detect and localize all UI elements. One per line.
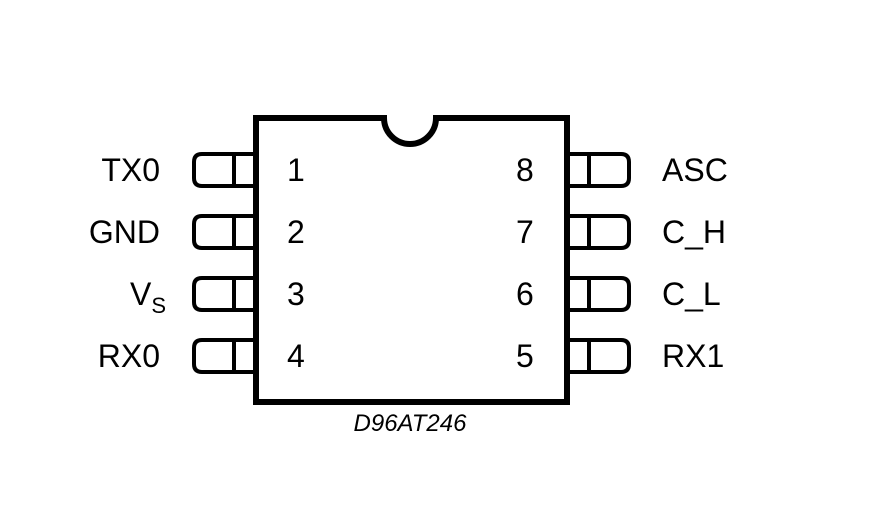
pin-number-7: 7 (516, 214, 534, 250)
pin-lead-3 (192, 276, 253, 312)
pin-number-5: 5 (516, 338, 534, 374)
pin-number-2: 2 (287, 214, 305, 250)
pin-number-4: 4 (287, 338, 305, 374)
pin-name-7: C_H (662, 214, 727, 250)
pin-number-1: 1 (287, 152, 305, 188)
pin-name-1: TX0 (101, 152, 160, 188)
package-body (253, 115, 570, 405)
right-pin-leads (570, 152, 631, 374)
pin-lead-5 (570, 338, 631, 374)
package-caption: D96AT246 (353, 410, 467, 437)
pin-lead-1 (192, 152, 253, 188)
pin-name-4: RX0 (97, 338, 160, 374)
pin-name-5: RX1 (662, 338, 725, 374)
pin-lead-4 (192, 338, 253, 374)
pin-lead-8 (570, 152, 631, 188)
left-pin-leads (192, 152, 253, 374)
pin-number-6: 6 (516, 276, 534, 312)
pin-name-3-subscript: S (151, 293, 166, 318)
pin-lead-6 (570, 276, 631, 312)
pin-name-2: GND (88, 214, 160, 250)
pin-name-6: C_L (662, 276, 721, 312)
pin-lead-7 (570, 214, 631, 250)
pin-name-8: ASC (662, 152, 728, 188)
pin-lead-2 (192, 214, 253, 250)
pin-number-8: 8 (516, 152, 534, 188)
pin-name-3: VS (129, 276, 166, 318)
pin-number-3: 3 (287, 276, 305, 312)
